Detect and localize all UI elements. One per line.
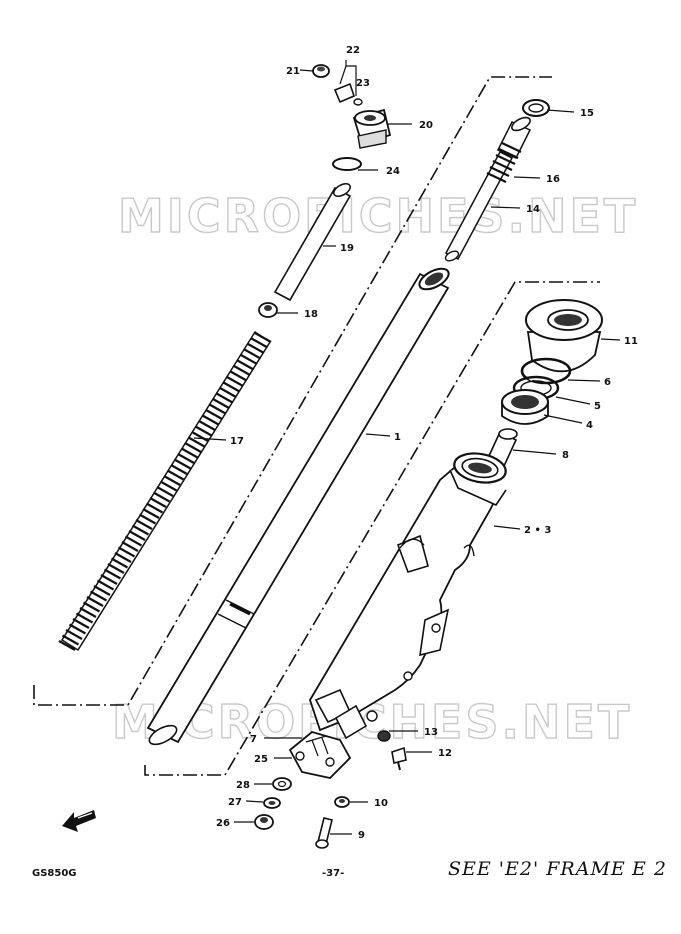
piston-ring bbox=[522, 99, 550, 117]
label-part-26: 26 bbox=[216, 818, 230, 829]
spacer-pipe bbox=[273, 183, 352, 302]
callout-leader-lines bbox=[193, 60, 621, 835]
frame-code: E 2 bbox=[632, 858, 667, 880]
spring-seat bbox=[258, 302, 278, 318]
label-part-8: 8 bbox=[562, 450, 569, 461]
fork-spring bbox=[58, 330, 272, 652]
oil-seal bbox=[501, 389, 549, 425]
oil-seal-cover bbox=[525, 299, 603, 373]
label-part-10: 10 bbox=[374, 798, 388, 809]
nut-26 bbox=[254, 814, 274, 830]
label-part-12: 12 bbox=[438, 748, 452, 759]
label-part-24: 24 bbox=[386, 166, 400, 177]
label-part-1: 1 bbox=[394, 432, 401, 443]
label-part-27: 27 bbox=[228, 797, 242, 808]
frame-note: SEE 'E2' FRAME bbox=[448, 858, 626, 880]
label-part-19: 19 bbox=[340, 243, 354, 254]
outer-tube bbox=[309, 452, 507, 740]
label-part-13: 13 bbox=[424, 727, 438, 738]
label-part-17: 17 bbox=[230, 436, 244, 447]
assembly-bracket-lines bbox=[33, 76, 600, 776]
plain-washer bbox=[272, 777, 292, 791]
o-ring bbox=[332, 157, 362, 171]
label-part-23: 23 bbox=[356, 78, 370, 89]
label-part-7: 7 bbox=[250, 734, 257, 745]
nut bbox=[334, 796, 350, 808]
page-number: -37- bbox=[322, 868, 345, 879]
damper-rod bbox=[444, 116, 532, 262]
stud-bolt bbox=[315, 817, 333, 849]
label-part-4: 4 bbox=[586, 420, 593, 431]
label-part-2-3: 2 • 3 bbox=[524, 525, 551, 536]
model-code: GS850G bbox=[32, 868, 77, 879]
drain-screw bbox=[391, 746, 407, 771]
label-part-22: 22 bbox=[346, 45, 360, 56]
watermark-top: MICROFICHES.NET bbox=[118, 189, 638, 243]
front-direction-arrow-icon bbox=[62, 810, 96, 832]
label-part-16: 16 bbox=[546, 174, 560, 185]
drain-plug bbox=[377, 730, 391, 742]
label-part-9: 9 bbox=[358, 830, 365, 841]
lock-washer bbox=[263, 797, 281, 809]
air-valve-cap bbox=[312, 64, 330, 78]
label-part-5: 5 bbox=[594, 401, 601, 412]
label-part-28: 28 bbox=[236, 780, 250, 791]
label-part-14: 14 bbox=[526, 204, 540, 215]
label-part-15: 15 bbox=[580, 108, 594, 119]
axle-holder bbox=[288, 731, 352, 779]
cap-bolt bbox=[352, 108, 392, 149]
label-part-18: 18 bbox=[304, 309, 318, 320]
label-part-6: 6 bbox=[604, 377, 611, 388]
air-valve bbox=[333, 82, 363, 106]
inner-tube bbox=[146, 267, 450, 746]
label-part-20: 20 bbox=[419, 120, 433, 131]
label-part-25: 25 bbox=[254, 754, 268, 765]
label-part-11: 11 bbox=[624, 336, 638, 347]
label-part-21: 21 bbox=[286, 66, 300, 77]
